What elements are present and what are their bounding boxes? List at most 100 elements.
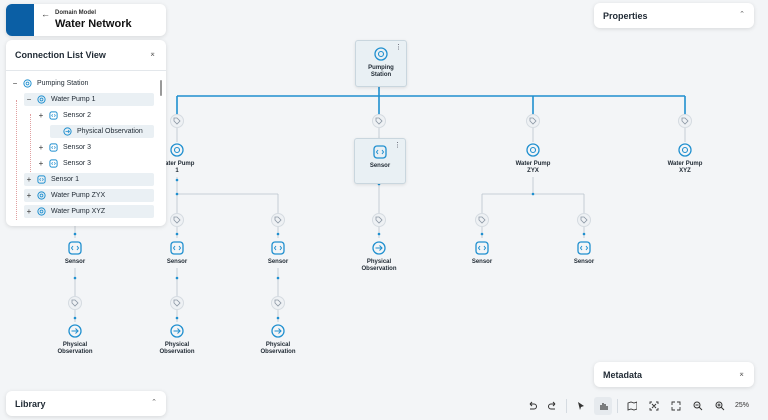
pointer-icon[interactable]	[572, 397, 590, 415]
observation-icon	[68, 324, 82, 338]
zoom-out-icon[interactable]	[689, 397, 707, 415]
chevron-updown-icon[interactable]: ⌃	[151, 399, 157, 406]
node-label: Water Pump	[667, 161, 703, 167]
properties-title: Properties	[603, 11, 648, 21]
divider	[566, 399, 567, 413]
node-label: Physical	[62, 342, 88, 348]
collapse-toggle-icon[interactable]: −	[26, 95, 32, 104]
connection-list-title: Connection List View	[15, 50, 106, 60]
tree-item-label: Sensor 3	[63, 160, 92, 167]
tag-icon[interactable]	[475, 213, 489, 227]
expand-icon[interactable]	[667, 397, 685, 415]
zoom-level: 25%	[735, 402, 750, 409]
expand-toggle-icon[interactable]: +	[26, 207, 32, 216]
sensor-icon	[49, 143, 58, 152]
undo-icon[interactable]	[523, 397, 541, 415]
tree-item-label: Sensor 1	[51, 176, 80, 183]
more-icon[interactable]: ⋮	[395, 44, 402, 51]
sensor-icon	[373, 145, 387, 159]
tree-guide	[16, 100, 17, 220]
node-label: Physical	[366, 259, 392, 265]
pump-icon	[37, 95, 46, 104]
metadata-panel[interactable]: Metadata ⌅	[594, 362, 754, 387]
node-label: Water Pump	[515, 161, 551, 167]
pump-icon	[37, 207, 46, 216]
expand-toggle-icon[interactable]: +	[26, 191, 32, 200]
tag-icon[interactable]	[271, 296, 285, 310]
hand-icon[interactable]	[594, 397, 612, 415]
node-sensor[interactable]: Sensor	[141, 241, 213, 266]
tag-icon[interactable]	[68, 296, 82, 310]
tree-item[interactable]: −Water Pump 1	[24, 93, 154, 106]
pump-icon	[678, 143, 692, 157]
sensor-icon	[49, 111, 58, 120]
tag-icon[interactable]	[271, 213, 285, 227]
tree-item[interactable]: + Sensor 1	[24, 173, 154, 186]
expand-toggle-icon[interactable]: +	[26, 175, 32, 184]
node-sensor[interactable]: Sensor	[242, 241, 314, 266]
node-sensor[interactable]: Sensor	[39, 241, 111, 266]
node-label: Observation	[159, 349, 195, 355]
properties-panel[interactable]: Properties ⌃	[594, 3, 754, 28]
sensor-icon	[170, 241, 184, 255]
tree-item[interactable]: +Water Pump XYZ	[24, 205, 154, 218]
tag-icon[interactable]	[372, 114, 386, 128]
collapse-icon[interactable]: ⌅	[738, 369, 745, 378]
collapse-icon[interactable]: ⌅	[149, 49, 156, 58]
tag-icon[interactable]	[372, 213, 386, 227]
expand-toggle-icon[interactable]: +	[38, 111, 44, 120]
tree-item-label: Sensor 2	[63, 112, 92, 119]
tree-item[interactable]: − Pumping Station	[10, 77, 154, 90]
tag-icon[interactable]	[170, 296, 184, 310]
expand-toggle-icon[interactable]: +	[38, 143, 44, 152]
sensor-icon	[577, 241, 591, 255]
breadcrumb[interactable]: Domain Model	[55, 10, 97, 16]
node-label: Sensor	[573, 259, 595, 265]
tree-item[interactable]: + Water Pump ZYX	[24, 189, 154, 202]
fit-screen-icon[interactable]	[645, 397, 663, 415]
pump-icon	[374, 47, 388, 61]
sensor-icon	[271, 241, 285, 255]
zoom-in-icon[interactable]	[711, 397, 729, 415]
tree-item[interactable]: +Sensor 3	[36, 141, 154, 154]
scrollbar[interactable]	[160, 80, 162, 96]
node-sensor[interactable]: Sensor	[446, 241, 518, 266]
sensor-icon	[475, 241, 489, 255]
node-label: 1	[175, 168, 179, 174]
tree-item-label: Pumping Station	[37, 80, 89, 87]
bottom-toolbar: 25%	[518, 397, 764, 415]
more-icon[interactable]: ⋮	[394, 142, 401, 149]
tag-icon[interactable]	[577, 213, 591, 227]
tag-icon[interactable]	[170, 213, 184, 227]
node-label: Sensor	[267, 259, 289, 265]
node-label: Station	[370, 72, 392, 78]
back-arrow-icon[interactable]: ←	[41, 9, 50, 19]
expand-toggle-icon[interactable]: +	[38, 159, 44, 168]
tag-icon[interactable]	[526, 114, 540, 128]
library-panel[interactable]: Library ⌃	[6, 391, 166, 416]
tag-icon[interactable]	[678, 114, 692, 128]
tree-item[interactable]: Physical Observation	[50, 125, 154, 138]
observation-icon	[372, 241, 386, 255]
node-label: Sensor	[471, 259, 493, 265]
tree-item-label: Water Pump ZYX	[51, 192, 106, 199]
redo-icon[interactable]	[544, 397, 562, 415]
brand-square	[6, 4, 34, 36]
tag-icon[interactable]	[170, 114, 184, 128]
node-sensor-selected[interactable]: ⋮ Sensor	[354, 138, 406, 184]
tree-item[interactable]: + Sensor 3	[36, 157, 154, 170]
chevron-updown-icon[interactable]: ⌃	[739, 11, 745, 18]
tree-item[interactable]: + Sensor 2	[36, 109, 154, 122]
collapse-toggle-icon[interactable]: −	[12, 79, 18, 88]
node-sensor[interactable]: Sensor	[548, 241, 620, 266]
map-icon[interactable]	[623, 397, 641, 415]
